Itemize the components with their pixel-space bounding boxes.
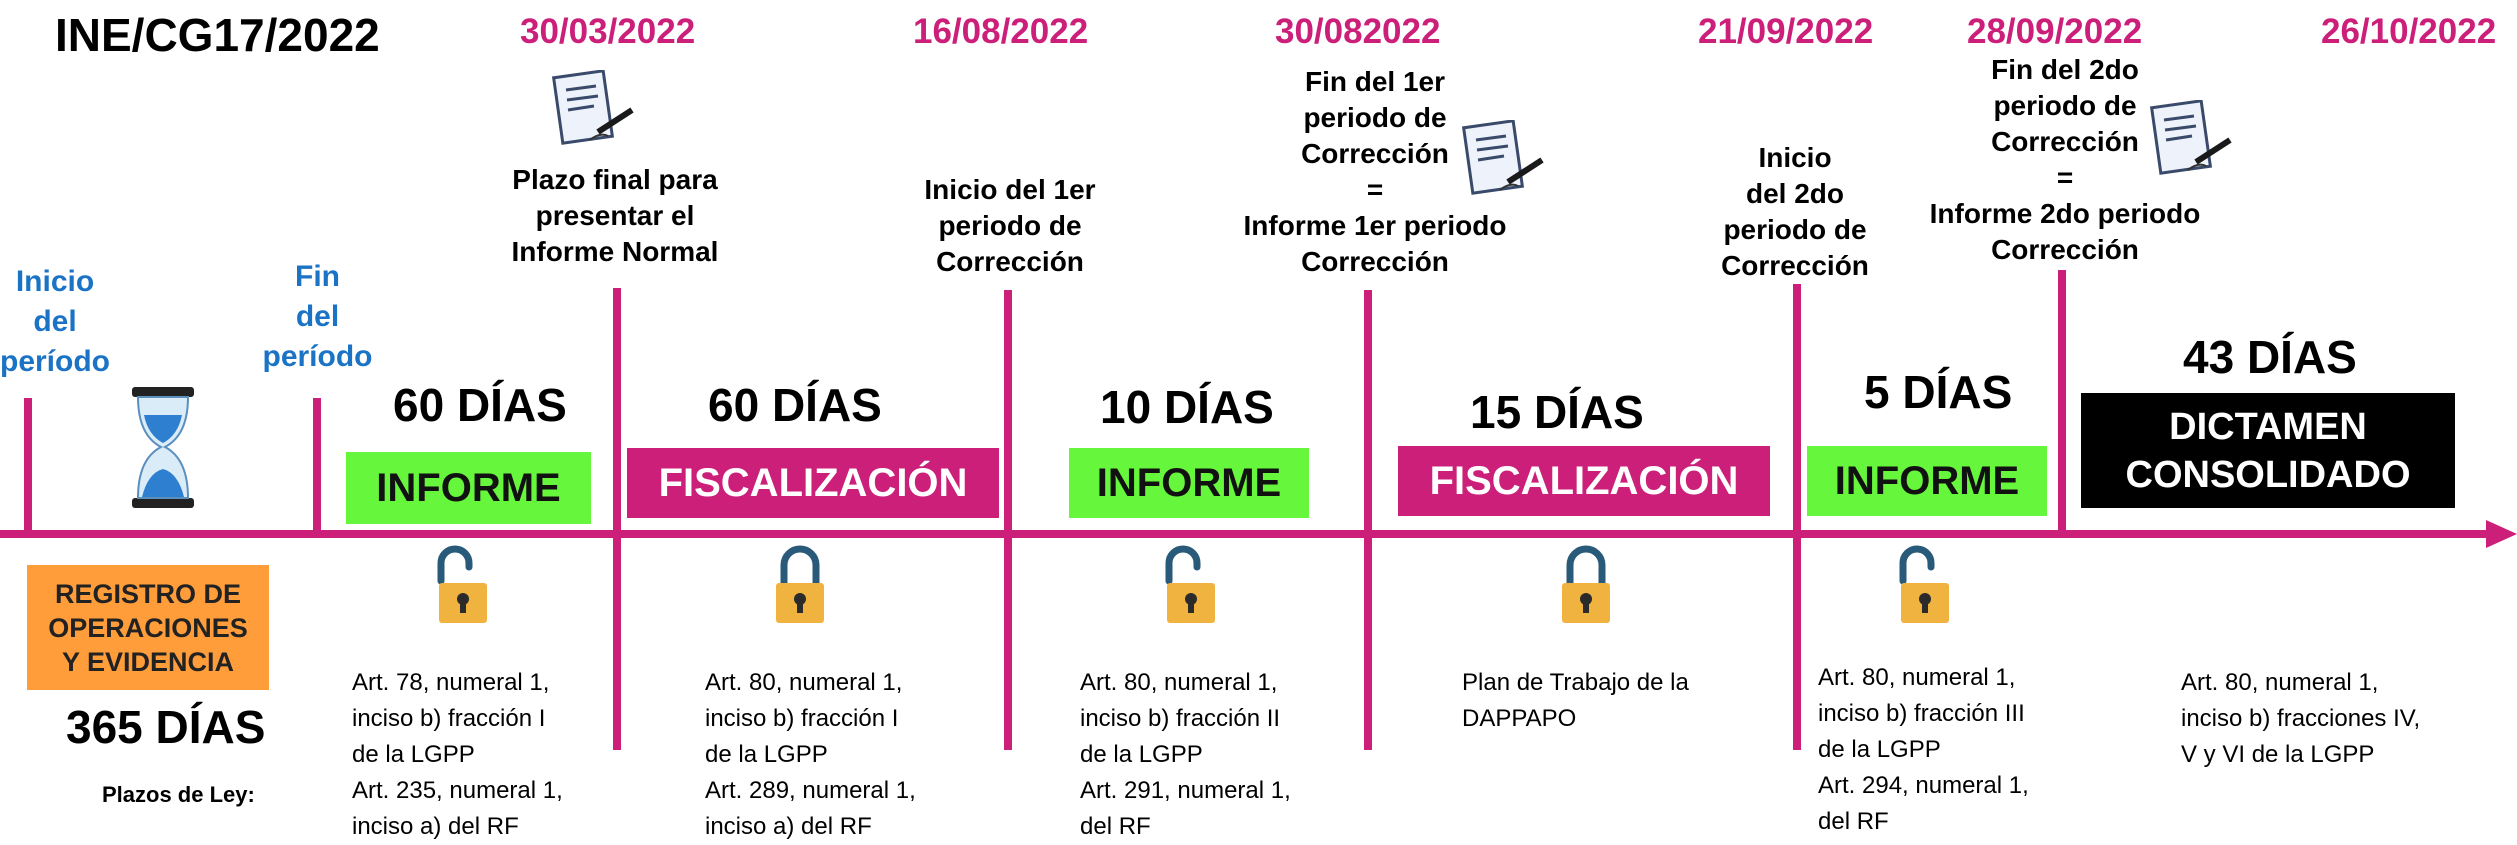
segment-box-dictamen: DICTAMEN CONSOLIDADO — [2081, 393, 2455, 508]
open-lock-icon — [1899, 545, 1949, 623]
page-title: INE/CG17/2022 — [55, 9, 380, 61]
event-fin-2do: Fin del 2do periodo de Corrección = Info… — [1929, 54, 2201, 265]
open-lock-icon — [1165, 545, 1215, 623]
open-lock-icon — [437, 545, 487, 623]
event-inicio-1er: Inicio del 1er periodo de Corrección — [924, 174, 1096, 277]
timeline-marker — [24, 398, 32, 538]
event-fin-1er: Fin del 1er periodo de Corrección = Info… — [1243, 66, 1507, 277]
period-start-label: Inicio del período — [0, 265, 110, 378]
law-reference: Art. 80, numeral 1, inciso b) fracción I… — [1080, 669, 1291, 840]
timeline-arrowhead — [2486, 520, 2517, 548]
segment-days: 60 DÍAS — [708, 379, 882, 431]
segment-days: 15 DÍAS — [1470, 386, 1644, 438]
timeline-axis — [0, 530, 2490, 538]
timeline-marker — [1364, 290, 1372, 750]
segment-box-informe: INFORME — [1807, 446, 2047, 516]
segment-box-informe: INFORME — [1069, 448, 1309, 518]
timeline-marker — [613, 288, 621, 750]
event-plazo-final: Plazo final para presentar el Informe No… — [511, 164, 719, 267]
timeline-marker — [313, 398, 321, 538]
document-icon — [1461, 120, 1544, 195]
timeline-marker — [1004, 290, 1012, 750]
segment-days: 10 DÍAS — [1100, 381, 1274, 433]
closed-lock-icon — [1562, 545, 1610, 623]
date-label: 30/03/2022 — [520, 12, 696, 51]
date-label: 28/09/2022 — [1967, 12, 2143, 51]
date-label: 26/10/2022 — [2321, 12, 2497, 51]
segment-box-fiscalizacion: FISCALIZACIÓN — [1398, 446, 1770, 516]
registro-box: REGISTRO DE OPERACIONES Y EVIDENCIA — [27, 565, 269, 690]
period-end-label: Fin del período — [262, 260, 373, 373]
closed-lock-icon — [776, 545, 824, 623]
law-reference: Art. 80, numeral 1, inciso b) fracciones… — [2181, 669, 2421, 768]
date-label: 21/09/2022 — [1698, 12, 1874, 51]
date-label: 16/08/2022 — [913, 12, 1089, 51]
timeline-marker — [1793, 284, 1801, 750]
document-icon — [2149, 100, 2232, 175]
segment-days: 60 DÍAS — [393, 379, 567, 431]
registro-days: 365 DÍAS — [66, 701, 266, 753]
segment-days: 5 DÍAS — [1864, 366, 2013, 418]
hourglass-icon — [132, 387, 194, 508]
law-reference: Art. 80, numeral 1, inciso b) fracción I… — [1818, 664, 2029, 835]
plazos-label: Plazos de Ley: — [102, 782, 255, 807]
law-reference: Art. 80, numeral 1, inciso b) fracción I… — [705, 669, 916, 840]
segment-box-fiscalizacion: FISCALIZACIÓN — [627, 448, 999, 518]
date-label: 30/082022 — [1275, 12, 1441, 51]
event-inicio-2do: Inicio del 2do periodo de Corrección — [1721, 142, 1869, 281]
law-reference: Art. 78, numeral 1, inciso b) fracción I… — [352, 669, 563, 840]
document-icon — [551, 70, 634, 145]
law-reference: Plan de Trabajo de la DAPPAPO — [1462, 669, 1689, 732]
timeline-marker — [2058, 270, 2066, 535]
segment-box-informe: INFORME — [346, 452, 591, 524]
segment-days: 43 DÍAS — [2183, 331, 2357, 383]
